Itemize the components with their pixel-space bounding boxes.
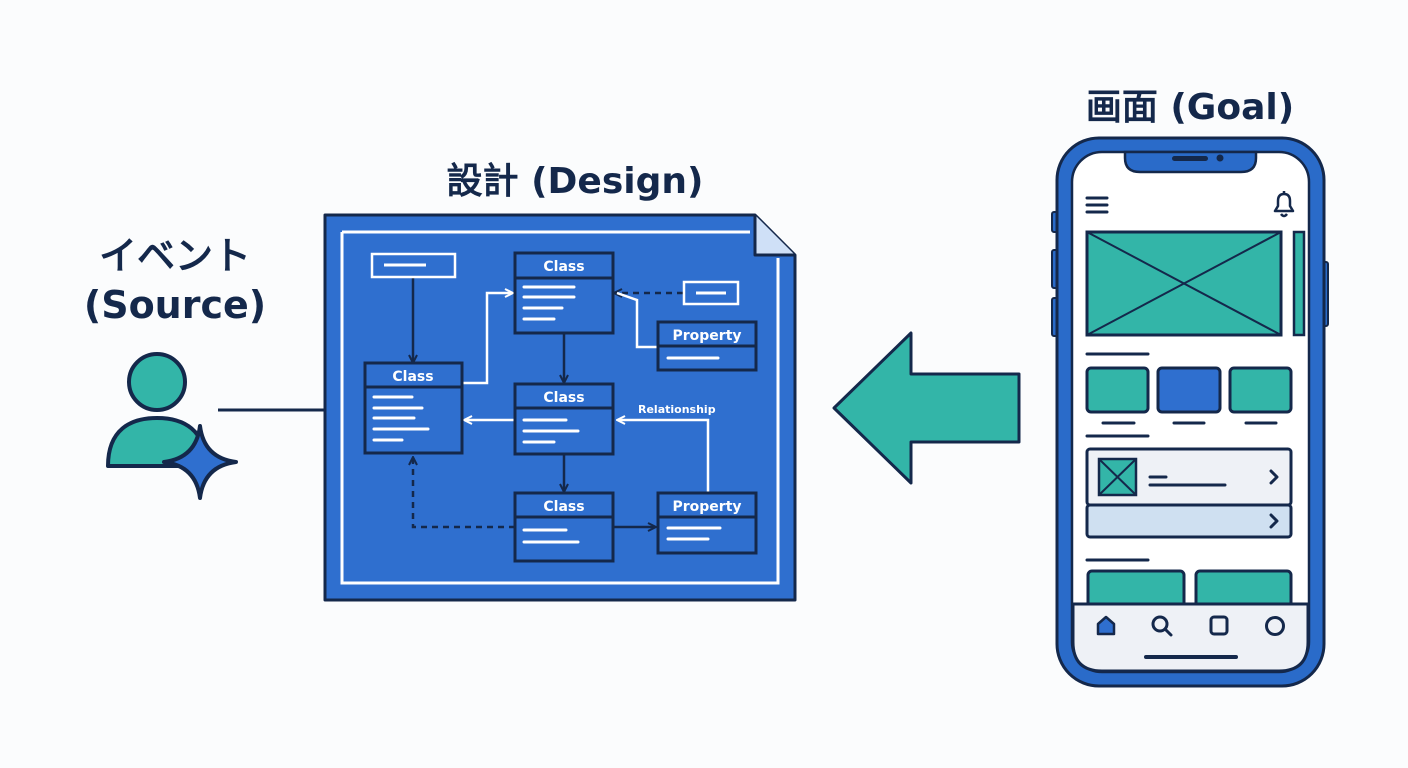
tile-card[interactable] [1228,366,1293,414]
home-icon[interactable] [1096,615,1116,636]
list-item[interactable] [1085,447,1293,507]
note-box-top-right [682,280,740,306]
hero-image-placeholder [1085,230,1283,337]
carousel-next-peek [1292,230,1306,337]
tile-row [1085,366,1293,425]
tile-card[interactable] [1156,366,1222,414]
circle-icon[interactable] [1265,616,1285,636]
bell-icon[interactable] [1273,191,1295,218]
chevron-right-icon [1269,469,1279,485]
uml-connectors [413,277,710,527]
source-label-line1: イベント [98,234,251,278]
uml-class-box: Class [513,491,615,563]
goal-label: 画面 (Goal) [1085,87,1295,128]
tile-card[interactable] [1085,366,1150,414]
relationship-label: Relationship [638,403,716,416]
square-icon[interactable] [1209,615,1229,636]
property-title: Property [672,499,741,515]
uml-class-box: Class [363,361,464,455]
search-icon[interactable] [1151,615,1173,637]
property-title: Property [672,328,741,344]
sheet-fold [753,215,795,257]
sheet-border [340,230,780,585]
chevron-right-icon [1269,513,1279,529]
design-label: 設計 (Design) [446,161,704,202]
uml-property-box: Property [656,320,758,372]
note-box-top-left [370,252,457,279]
uml-property-box: Property [656,491,758,555]
bottom-nav-bar [1071,602,1310,673]
uml-class-box: Class [513,382,615,456]
list-item[interactable] [1085,503,1293,539]
class-title: Class [543,499,584,515]
left-arrow-icon [832,331,1021,485]
uml-class-box: Class [513,251,615,335]
source-label: イベント (Source) [60,232,290,331]
hamburger-menu-icon[interactable] [1085,196,1109,214]
class-title: Class [392,369,433,385]
class-title: Class [543,390,584,406]
phone-mockup [1051,136,1329,688]
source-label-line2: (Source) [83,283,267,328]
user-sparkle-icon [106,352,238,500]
class-title: Class [543,259,584,275]
